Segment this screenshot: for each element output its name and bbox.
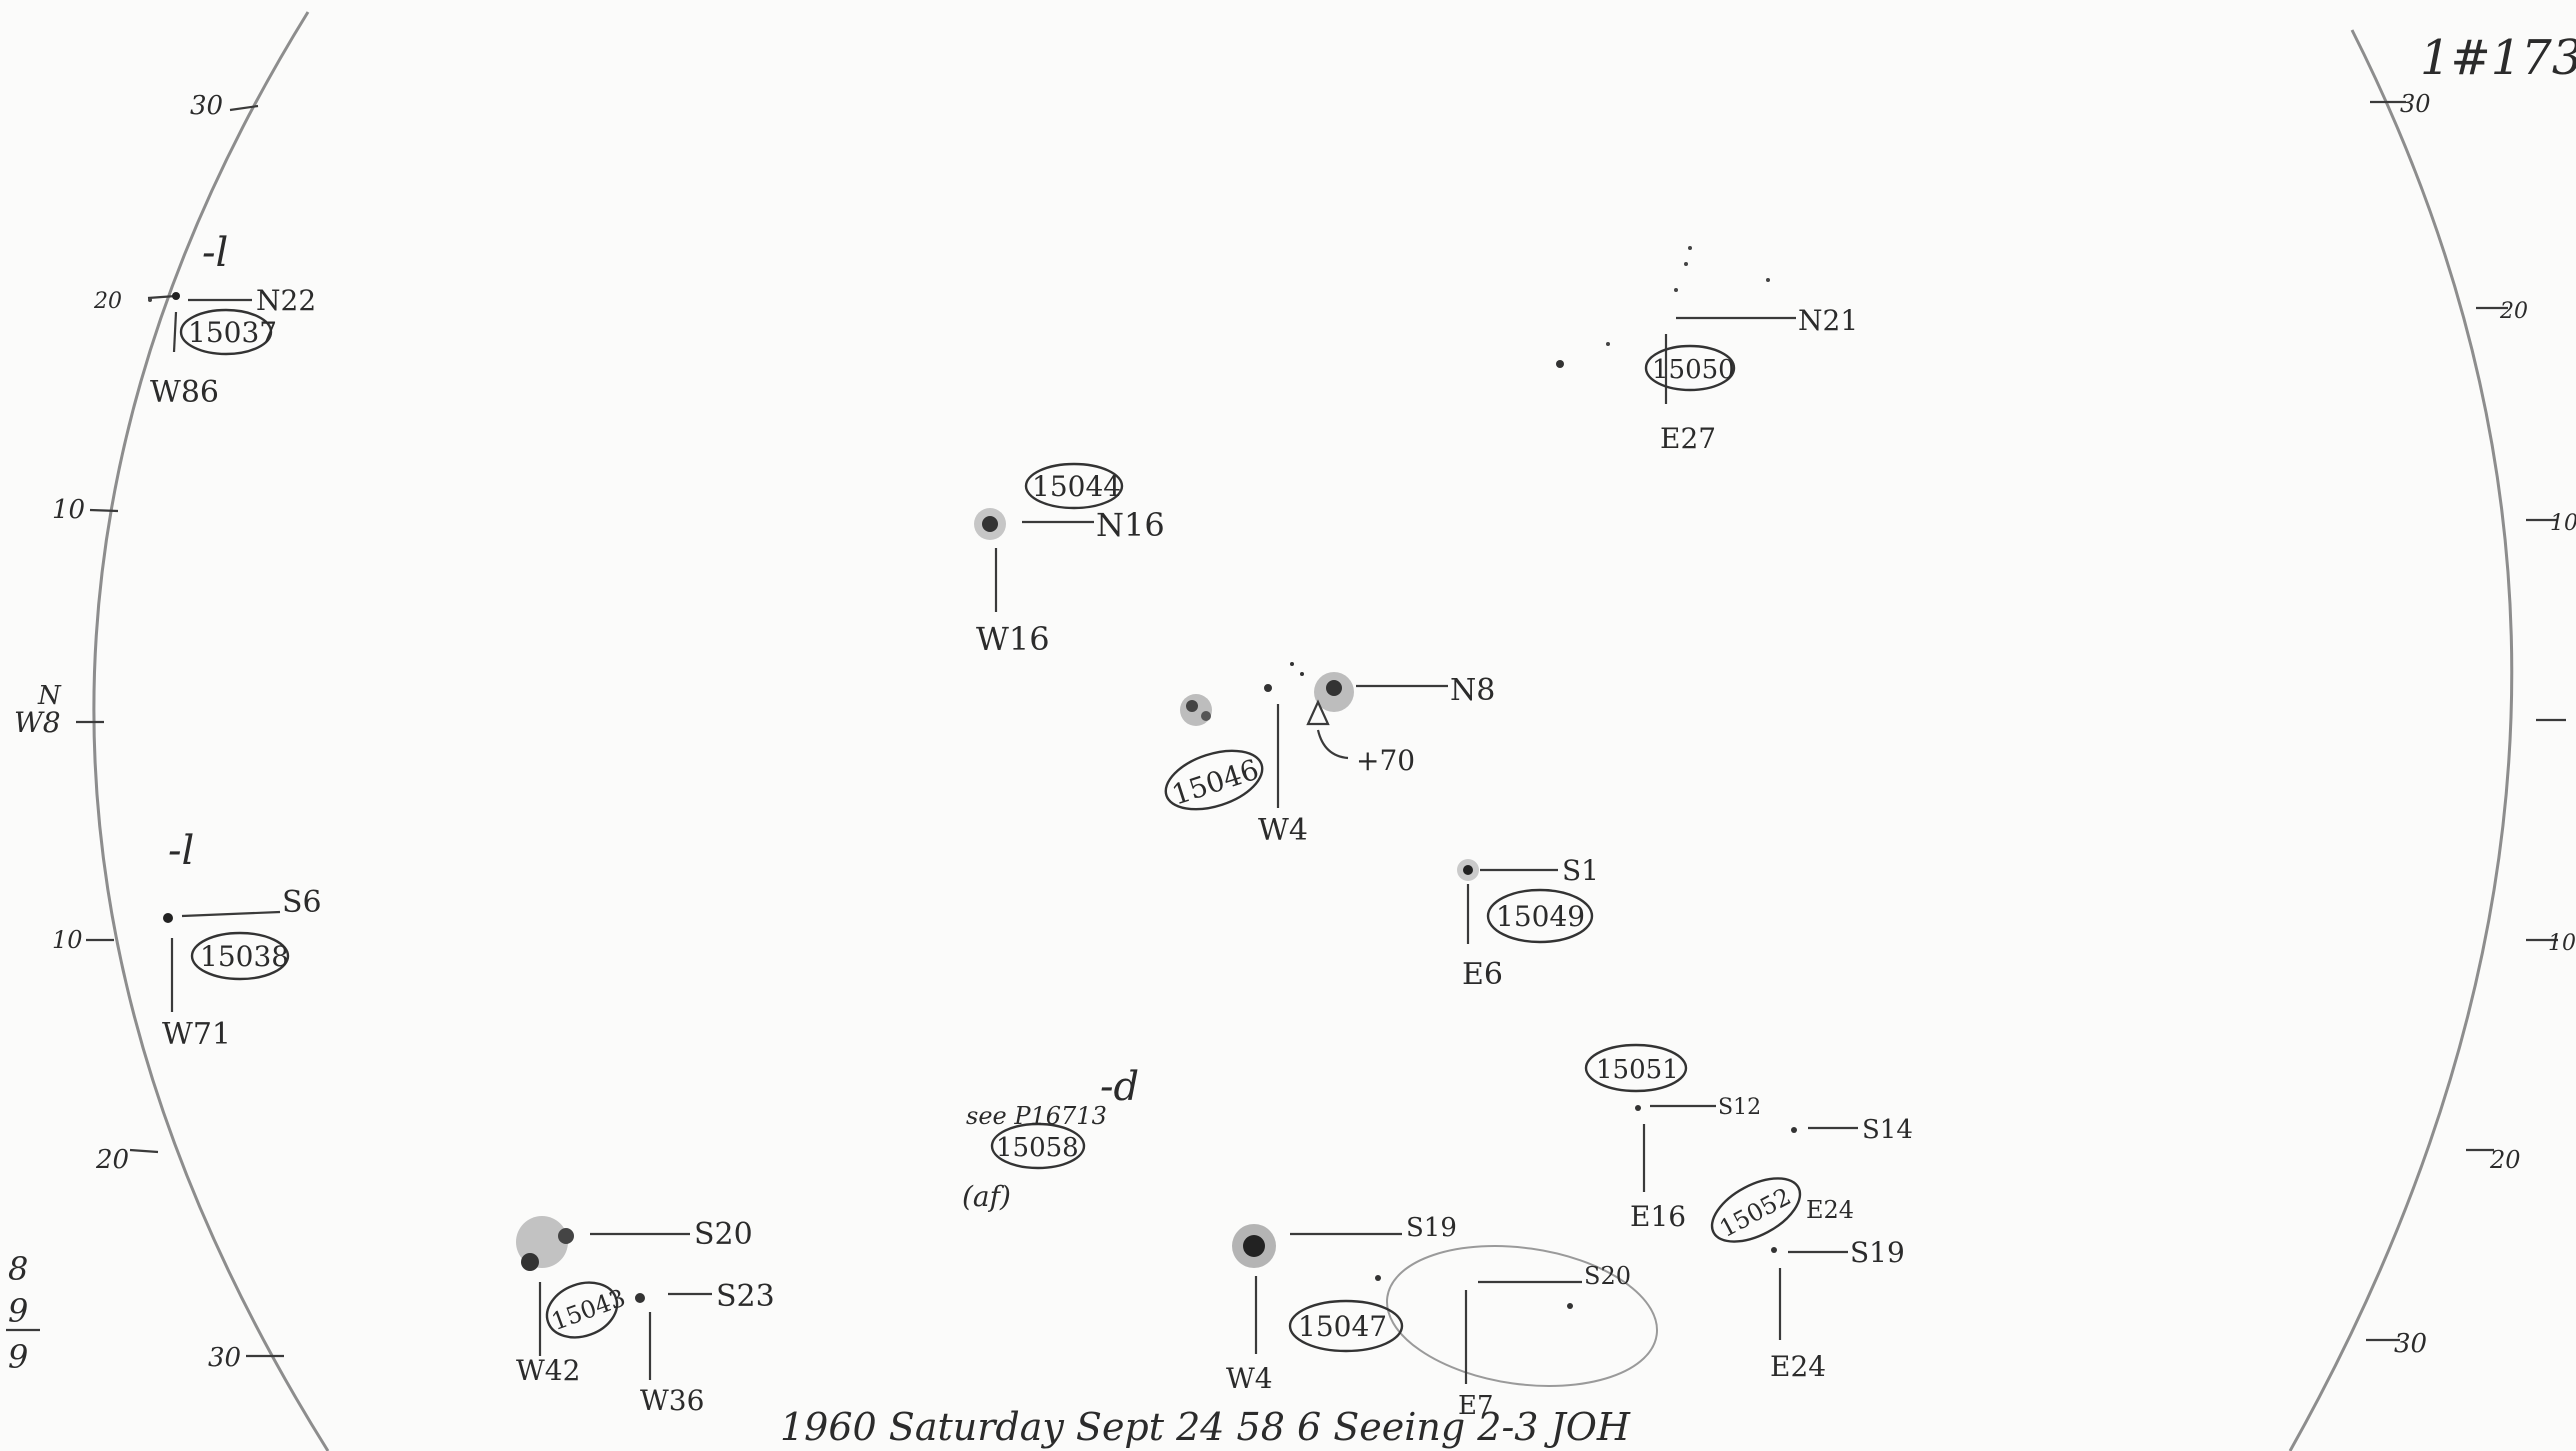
left-tick-10-bottom: 10 (52, 926, 83, 954)
ew-coordinate-label-secondary: E24 (1770, 1350, 1826, 1383)
ns-coordinate-label: S20 (694, 1217, 753, 1252)
region-id-label: 15037 (188, 316, 277, 349)
left-tick-30-top: 30 (190, 91, 223, 121)
ns-coordinate-label-secondary: S20 (1584, 1262, 1631, 1290)
ns-coordinate-label: S12 (1718, 1095, 1761, 1120)
region-15037: 15037 N22 W86 -l (148, 230, 316, 410)
ns-coordinate-label: N22 (256, 284, 316, 317)
region-id-label: 15038 (200, 940, 289, 973)
right-tick-10-top: 10 (2550, 511, 2576, 536)
region-id-label: 15049 (1496, 900, 1585, 933)
right-scale: 30 20 10 10 20 30 (2366, 90, 2576, 1359)
region-15046: 15046 N8 W4 +70 (1164, 662, 1495, 848)
region-id-label: 15058 (996, 1133, 1079, 1163)
ns-coordinate-label: N16 (1096, 506, 1165, 544)
region-15047: 15047 S19 S20 W4 E7 (1226, 1213, 1659, 1421)
side-fraction-middle: 9 (8, 1292, 28, 1330)
ew-coordinate-label: E24 (1806, 1196, 1854, 1224)
region-15043: 15043 S20 S23 W42 W36 (516, 1216, 775, 1417)
region-id-label: 15052 (1715, 1182, 1796, 1243)
right-limb-arc (2288, 29, 2514, 1451)
ns-coordinate-label: S19 (1406, 1213, 1457, 1243)
region-15049: 15049 S1 E6 (1457, 854, 1599, 992)
left-tick-20-top: 20 (93, 289, 122, 314)
right-tick-30-bottom: 30 (2394, 1329, 2427, 1359)
left-limb-arc (92, 11, 330, 1451)
ew-coordinate-label: E6 (1462, 957, 1503, 992)
left-tick-30-bottom: 30 (208, 1343, 241, 1373)
left-scale: 30 20 10 W8 N 10 20 30 (14, 91, 284, 1373)
region-15058: 15058 see P16713 (af) -d (962, 1064, 1139, 1213)
ns-coordinate-label: N8 (1450, 673, 1495, 708)
region-id-label: 15051 (1596, 1055, 1679, 1085)
ew-coordinate-label: W4 (1258, 813, 1308, 848)
region-note: +70 (1356, 744, 1415, 777)
region-note-tertiary: -d (1100, 1064, 1139, 1110)
ew-coordinate-label: W71 (162, 1017, 231, 1052)
ew-coordinate-label-secondary: E7 (1458, 1391, 1494, 1421)
region-note: see P16713 (966, 1102, 1107, 1130)
right-tick-20-top: 20 (2499, 299, 2528, 324)
ew-coordinate-label: W16 (976, 620, 1050, 658)
side-fraction-top: 8 (8, 1250, 28, 1288)
left-tick-10-top: 10 (52, 495, 85, 525)
ew-coordinate-label: W4 (1226, 1362, 1273, 1395)
region-id-label: 15044 (1032, 470, 1121, 503)
ew-coordinate-label: E27 (1660, 422, 1716, 455)
region-15050: 15050 N21 E27 (1556, 246, 1858, 455)
region-15044: 15044 N16 W16 (974, 462, 1165, 658)
region-note-secondary: (af) (962, 1180, 1011, 1213)
right-tick-10-bottom: 10 (2548, 931, 2576, 956)
region-note: -l (168, 828, 194, 874)
right-tick-20-bottom: 20 (2489, 1146, 2521, 1174)
side-fraction-bottom: 9 (8, 1338, 28, 1376)
ns-coordinate-label: S6 (282, 885, 322, 920)
left-tick-20-bottom: 20 (95, 1145, 129, 1175)
region-id-label: 15050 (1652, 355, 1735, 385)
region-15038: 15038 S6 W71 -l (162, 828, 322, 1052)
side-fraction: 8 9 9 (6, 1250, 40, 1376)
region-15052: 15052 S14 E24 S19 E24 (1710, 1115, 1913, 1383)
ew-coordinate-label-secondary: W36 (640, 1384, 704, 1417)
ns-coordinate-label: S1 (1562, 854, 1599, 887)
right-tick-30-top: 30 (2400, 90, 2431, 118)
region-id-label: 15047 (1298, 1310, 1387, 1343)
ns-coordinate-label: N21 (1798, 304, 1858, 337)
plate-number: 1#173 (2420, 30, 2576, 86)
region-id-label: 15046 (1168, 753, 1263, 812)
left-tick-n: N (37, 681, 62, 711)
ns-coordinate-label-secondary: S23 (716, 1279, 775, 1314)
ns-coordinate-label-secondary: S19 (1850, 1236, 1905, 1269)
region-note: -l (202, 230, 228, 276)
ew-coordinate-label: E16 (1630, 1200, 1686, 1233)
observation-footer: 1960 Saturday Sept 24 58 6 Seeing 2-3 JO… (780, 1405, 1631, 1449)
ew-coordinate-label: W42 (516, 1354, 580, 1387)
left-tick-w8: W8 (14, 706, 61, 739)
ew-coordinate-label: W86 (150, 375, 219, 410)
region-15051: 15051 S12 E16 (1584, 1043, 1761, 1233)
ns-coordinate-label: S14 (1862, 1115, 1913, 1145)
